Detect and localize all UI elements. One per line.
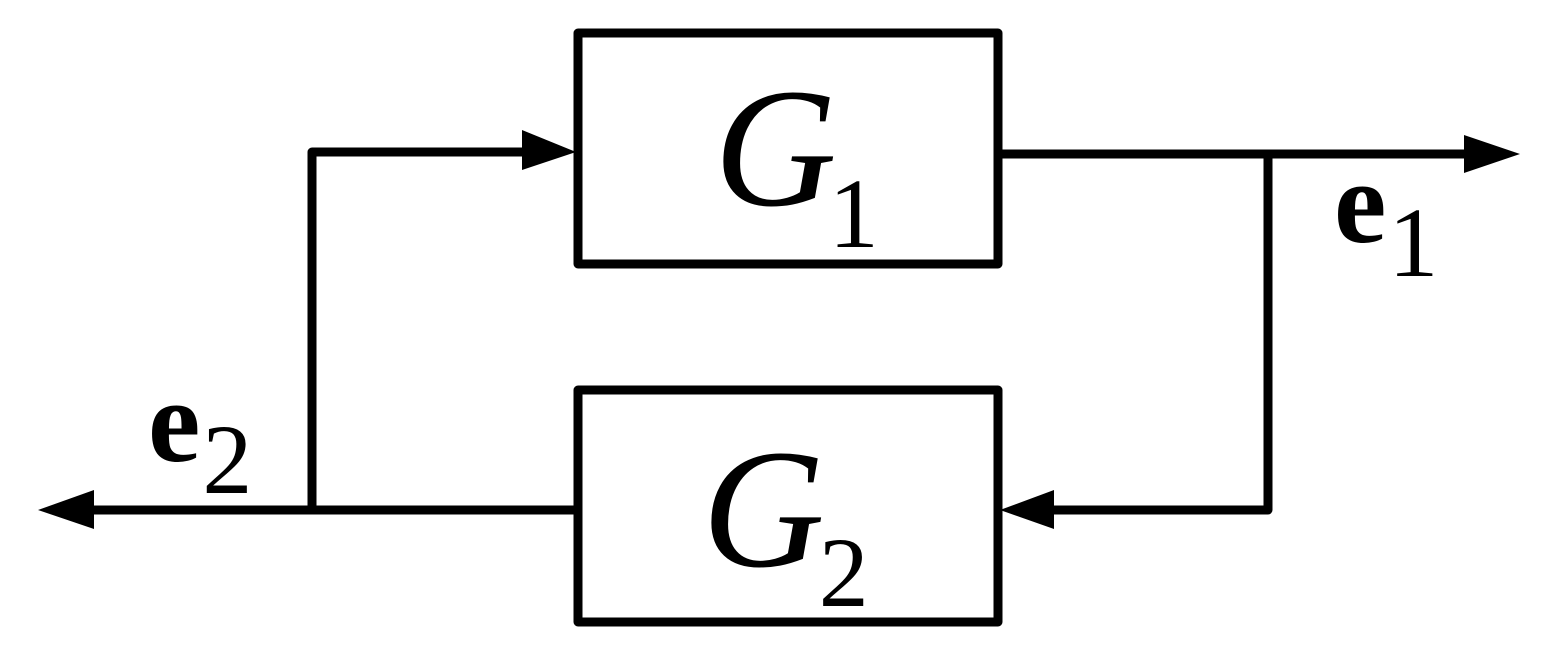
block-g2: G2 [573,385,1003,628]
signal-e2-label-main: e [148,356,200,487]
block-g2-label-main: G [702,415,825,603]
signal-e1-label-sub: 1 [1388,187,1438,298]
signal-e1-label-main: e [1334,137,1386,268]
block-g1-label-main: G [714,54,837,242]
feedback-wire-to-g2 [1049,149,1273,515]
block-g1-label-sub: 1 [829,158,879,269]
signal-e1-label: e1 [1334,137,1438,298]
block-g2-box [573,385,1003,627]
block-g2-label-sub: 2 [819,517,869,628]
signal-e2-label-sub: 2 [202,404,252,515]
g2-input-arrowhead [1000,490,1054,529]
block-g2-label: G2 [702,415,869,628]
e2-output-arrowhead [38,490,94,529]
block-g1-label: G1 [714,54,879,269]
block-g1-box [573,28,1003,269]
block-g1: G1 [573,28,1003,269]
e1-output-arrowhead [1464,135,1520,173]
signal-e2-label: e2 [148,356,252,515]
feedback-wire-to-g1 [307,147,530,514]
g1-input-arrowhead [522,130,576,170]
